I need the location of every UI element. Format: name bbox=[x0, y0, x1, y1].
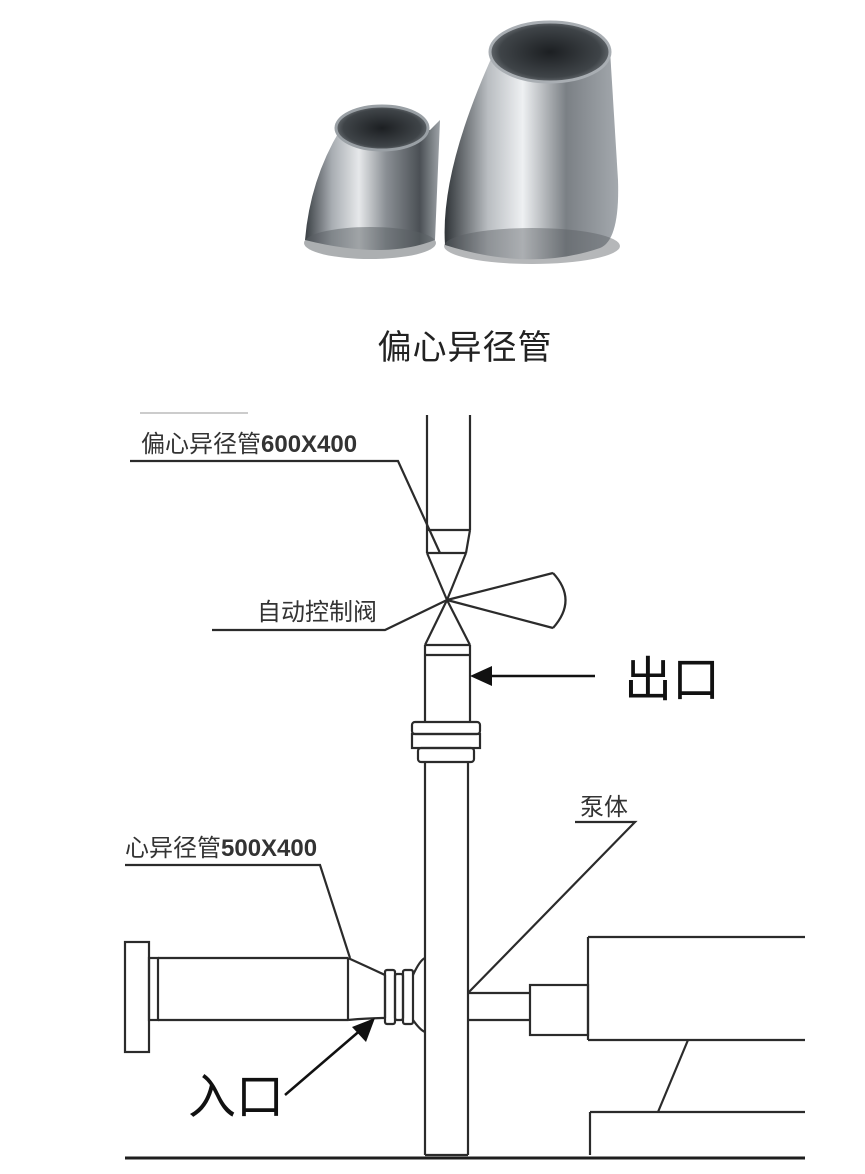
inlet-flange bbox=[383, 956, 426, 1034]
bottom-reducer-label: 心异径管500X400 bbox=[125, 834, 317, 862]
leader-lines bbox=[125, 459, 638, 994]
inlet-pipe bbox=[123, 940, 348, 1054]
valve-label: 自动控制阀 bbox=[257, 598, 377, 626]
motor bbox=[586, 935, 805, 1042]
outlet-arrow bbox=[470, 666, 595, 686]
discharge-flange bbox=[410, 720, 482, 764]
small-reducer-opening bbox=[334, 104, 430, 152]
outlet-label: 出口 bbox=[624, 652, 720, 708]
eccentric-reducer-photo bbox=[304, 20, 620, 264]
pump-casing bbox=[423, 762, 470, 1157]
photo-caption: 偏心异径管 bbox=[377, 328, 553, 368]
inlet-arrow bbox=[284, 1018, 375, 1096]
pump-shaft bbox=[468, 983, 590, 1037]
large-reducer-body bbox=[444, 50, 619, 260]
outlet-pipe bbox=[425, 415, 472, 530]
automatic-control-valve bbox=[424, 552, 567, 646]
outlet-spool bbox=[423, 643, 472, 722]
base-frame bbox=[125, 1039, 805, 1160]
pump-body-label: 泵体 bbox=[580, 793, 628, 821]
large-reducer-opening bbox=[488, 20, 612, 84]
inlet-label: 入口 bbox=[188, 1069, 284, 1125]
top-eccentric-reducer bbox=[425, 528, 472, 555]
bottom-eccentric-reducer bbox=[346, 956, 387, 1022]
top-reducer-label: 偏心异径管600X400 bbox=[141, 430, 357, 458]
small-reducer-body bbox=[305, 120, 440, 250]
